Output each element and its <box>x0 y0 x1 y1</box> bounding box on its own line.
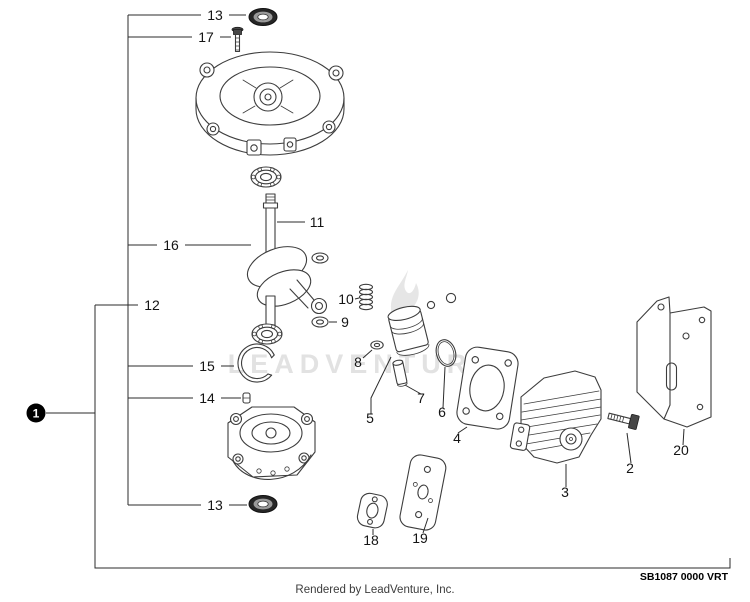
callout-9-label[interactable]: 9 <box>341 314 349 330</box>
callout-17: 17 <box>128 29 231 45</box>
callout-13-bottom-label[interactable]: 13 <box>207 497 223 513</box>
piston-pin-part <box>392 359 408 387</box>
washer-upper-part <box>311 252 329 264</box>
callout-8: 8 <box>354 349 373 370</box>
crankcase-half-lower-part <box>227 406 316 480</box>
callout-13-bottom: 13 <box>128 497 247 513</box>
callout-8-label[interactable]: 8 <box>354 354 362 370</box>
callout-20: 20 <box>673 428 689 458</box>
spring-part <box>358 283 374 311</box>
callout-14-label[interactable]: 14 <box>199 390 215 406</box>
callout-5-label[interactable]: 5 <box>366 410 374 426</box>
callout-3: 3 <box>561 464 569 500</box>
callout-16-label[interactable]: 16 <box>163 237 179 253</box>
footer-credit: Rendered by LeadVenture, Inc. <box>295 584 454 596</box>
callout-3-label[interactable]: 3 <box>561 484 569 500</box>
callout-4-label[interactable]: 4 <box>453 430 461 446</box>
callout-20-label[interactable]: 20 <box>673 442 689 458</box>
callout-18-label[interactable]: 18 <box>363 532 379 548</box>
callout-7-label[interactable]: 7 <box>417 390 425 406</box>
callout-14: 14 <box>128 390 241 406</box>
callout-17-label[interactable]: 17 <box>198 29 214 45</box>
crankshaft-part <box>246 193 328 333</box>
washer-lower-part <box>311 316 329 328</box>
callout-6-label[interactable]: 6 <box>438 404 446 420</box>
callout-13-top-label[interactable]: 13 <box>207 7 223 23</box>
oil-seal-bottom-part <box>248 495 278 513</box>
cylinder-bolt-part <box>607 412 640 430</box>
assembly-callout-badge[interactable] <box>26 403 46 423</box>
circlip-icon <box>426 292 457 310</box>
assembly-callout-label: 1 <box>33 407 40 421</box>
callout-2-label[interactable]: 2 <box>626 460 634 476</box>
key-part <box>242 392 251 404</box>
piston-ring-part <box>435 339 457 367</box>
callout-6: 6 <box>438 366 446 420</box>
callout-4: 4 <box>453 426 468 446</box>
assembly-border <box>94 305 731 569</box>
callout-13-top: 13 <box>128 7 246 23</box>
callout-12-label[interactable]: 12 <box>144 297 160 313</box>
callout-11-label[interactable]: 11 <box>310 214 325 230</box>
insulator-plate-part <box>399 454 447 531</box>
callout-12: 12 <box>95 297 160 313</box>
crankcase-half-upper-part <box>195 51 345 156</box>
callout-2: 2 <box>626 432 634 476</box>
callout-16: 16 <box>128 237 251 253</box>
ball-bearing-lower-part <box>251 323 283 345</box>
callout-5: 5 <box>366 356 392 426</box>
piston-part <box>387 305 430 356</box>
washer-small-part <box>370 340 384 350</box>
callout-10: 10 <box>338 291 360 307</box>
callout-10-label[interactable]: 10 <box>338 291 354 307</box>
callout-18: 18 <box>363 529 379 548</box>
intake-gasket-part <box>356 492 388 529</box>
oil-seal-top-part <box>248 8 278 26</box>
callout-11: 11 <box>277 214 324 230</box>
callout-7: 7 <box>404 384 425 406</box>
callout-15-label[interactable]: 15 <box>199 358 215 374</box>
snap-ring-part <box>237 343 275 383</box>
flange-bolt-part <box>231 26 244 53</box>
ball-bearing-upper-part <box>250 166 282 188</box>
assembly-callout: 1 <box>26 403 95 423</box>
drawing-code: SB1087 0000 VRT <box>640 571 729 583</box>
cylinder-gasket-part <box>456 346 519 430</box>
callout-15: 15 <box>128 358 234 374</box>
bracket-part <box>636 296 712 428</box>
callout-9: 9 <box>329 314 349 330</box>
callout-19: 19 <box>412 517 429 546</box>
cylinder-part <box>509 370 602 464</box>
callout-19-label[interactable]: 19 <box>412 530 428 546</box>
